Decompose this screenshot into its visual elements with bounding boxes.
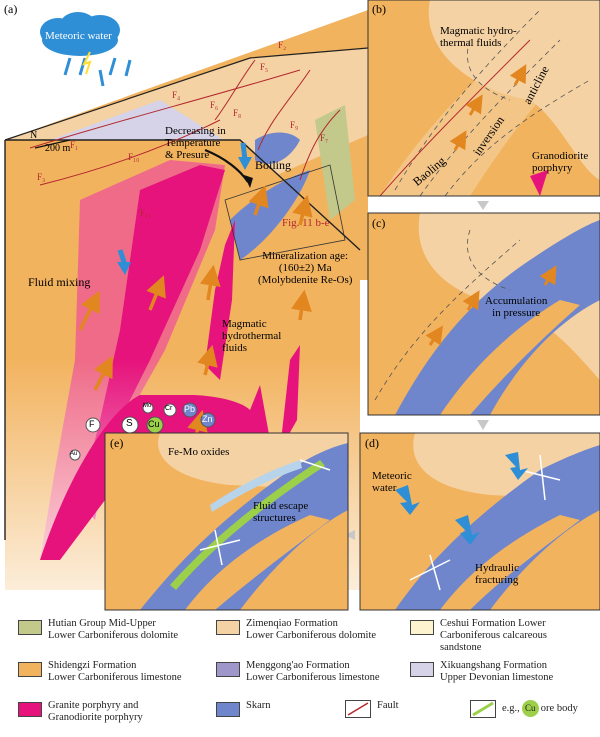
legend-item-hutian: Hutian Group Mid-Upper Lower Carbonifero…	[18, 618, 178, 642]
orebody-line-icon	[470, 700, 496, 718]
legend-text-zimenqiao: Zimenqiao Formation Lower Carboniferous …	[246, 618, 377, 641]
panel-c	[367, 212, 600, 416]
fault-line-icon	[345, 700, 371, 718]
legend-text-skarn: Skarn	[246, 700, 271, 711]
magma-dyke-2	[280, 345, 300, 450]
hutian-band	[315, 105, 355, 220]
legend-orebody-suffix: ore body	[540, 702, 578, 714]
element-markers	[69, 402, 216, 461]
legend-swatch-zimenqiao	[216, 620, 240, 635]
legend-text-hutian: Hutian Group Mid-Upper Lower Carbonifero…	[48, 618, 179, 641]
legend-text-granite: Granite porphyry and Granodiorite porphy…	[48, 700, 143, 723]
magma-chamber	[40, 385, 270, 560]
legend-item-zimenqiao: Zimenqiao Formation Lower Carboniferous …	[216, 618, 376, 642]
legend-item-menggongao: Menggong'ao Formation Lower Carboniferou…	[216, 660, 380, 684]
legend-item-fault: Fault	[345, 700, 399, 718]
panel-e	[104, 432, 349, 611]
legend-swatch-menggongao	[216, 662, 240, 677]
granite-front-core	[80, 165, 225, 520]
legend-text-xikuangshang: Xikuangshang Formation Upper Devonian li…	[440, 660, 554, 683]
panel-b	[367, 0, 600, 197]
meteoric-water-cloud	[40, 12, 120, 75]
skarn-streak-1	[230, 170, 310, 260]
legend-item-ceshui: Ceshui Formation Lower Carboniferous cal…	[410, 618, 547, 654]
legend: Hutian Group Mid-Upper Lower Carbonifero…	[0, 610, 600, 737]
legend-swatch-shidengzi	[18, 662, 42, 677]
legend-orebody-prefix: e.g.,	[502, 702, 520, 714]
legend-item-granite: Granite porphyry and Granodiorite porphy…	[18, 700, 143, 724]
legend-swatch-xikuangshang	[410, 662, 434, 677]
legend-swatch-granite	[18, 702, 42, 717]
legend-text-ceshui: Ceshui Formation Lower Carboniferous cal…	[440, 618, 547, 653]
legend-item-orebody: e.g., Cu ore body	[470, 700, 578, 718]
legend-text-fault: Fault	[377, 700, 399, 711]
cu-ore-icon: Cu	[521, 700, 539, 717]
legend-swatch-skarn	[216, 702, 240, 717]
legend-item-skarn: Skarn	[216, 700, 271, 717]
panel-d	[359, 432, 600, 611]
magma-dyke-1	[205, 220, 235, 380]
legend-text-shidengzi: Shidengzi Formation Lower Carboniferous …	[48, 660, 182, 683]
legend-text-orebody: e.g., Cu ore body	[502, 700, 578, 717]
legend-text-menggongao: Menggong'ao Formation Lower Carboniferou…	[246, 660, 380, 683]
legend-swatch-hutian	[18, 620, 42, 635]
legend-item-xikuangshang: Xikuangshang Formation Upper Devonian li…	[410, 660, 553, 684]
legend-item-shidengzi: Shidengzi Formation Lower Carboniferous …	[18, 660, 182, 684]
legend-swatch-ceshui	[410, 620, 434, 635]
skarn-streak-2	[255, 132, 300, 164]
